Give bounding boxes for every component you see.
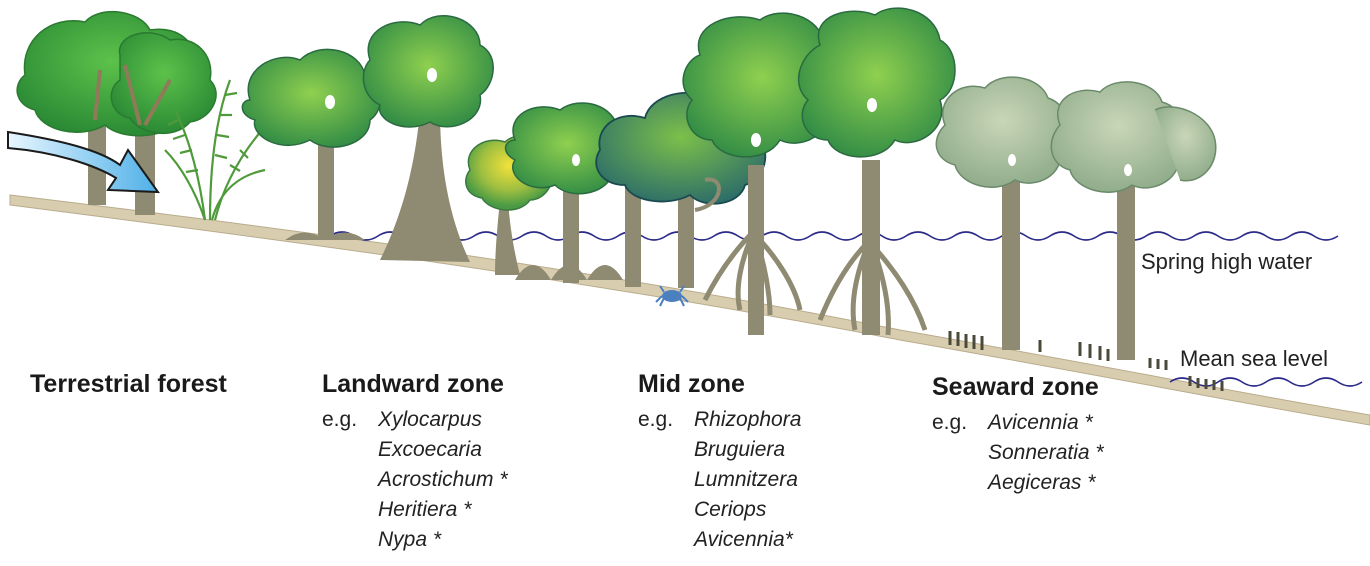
zone-title: Seaward zone xyxy=(932,373,1104,402)
mean-sea-level-label: Mean sea level xyxy=(1180,346,1328,372)
zone-title: Mid zone xyxy=(638,370,801,399)
species-name: Avicennia* xyxy=(694,525,801,555)
mid-zone-trees xyxy=(466,8,955,335)
zone-landward: Landward zone e.g. Xylocarpus Excoecaria… xyxy=(322,370,508,555)
eg-label: e.g. xyxy=(932,408,988,498)
spring-high-water-label: Spring high water xyxy=(1141,249,1312,275)
species-name: Aegiceras * xyxy=(988,468,1104,498)
zone-title: Terrestrial forest xyxy=(30,370,227,399)
species-name: Bruguiera xyxy=(694,435,801,465)
eg-label: e.g. xyxy=(638,405,694,555)
zone-mid: Mid zone e.g. Rhizophora Bruguiera Lumni… xyxy=(638,370,801,555)
species-name: Heritiera * xyxy=(378,495,508,525)
species-name: Lumnitzera xyxy=(694,465,801,495)
landward-zone-trees xyxy=(242,16,493,262)
eg-label: e.g. xyxy=(322,405,378,555)
zone-title: Landward zone xyxy=(322,370,508,399)
species-name: Rhizophora xyxy=(694,405,801,435)
zone-terrestrial-forest: Terrestrial forest xyxy=(30,370,227,405)
species-name: Sonneratia * xyxy=(988,438,1104,468)
zone-seaward: Seaward zone e.g. Avicennia * Sonneratia… xyxy=(932,373,1104,498)
species-name: Excoecaria xyxy=(378,435,508,465)
species-name: Acrostichum * xyxy=(378,465,508,495)
spring-high-water-line xyxy=(330,232,1338,240)
species-name: Ceriops xyxy=(694,495,801,525)
species-name: Avicennia * xyxy=(988,408,1104,438)
species-name: Xylocarpus xyxy=(378,405,508,435)
species-name: Nypa * xyxy=(378,525,508,555)
